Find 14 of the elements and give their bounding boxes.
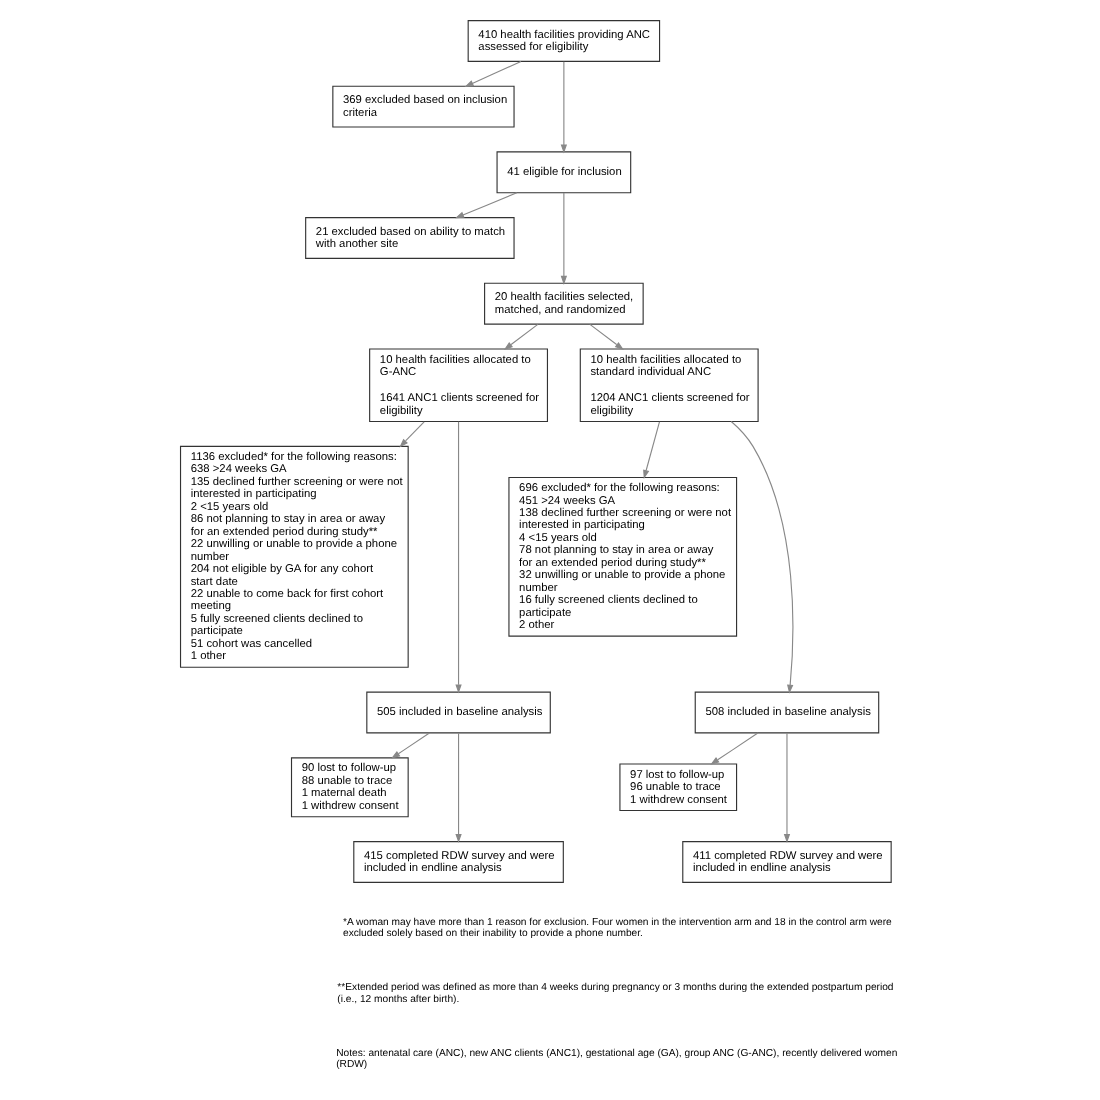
- arrow: [710, 732, 759, 765]
- arrow: [643, 421, 661, 479]
- arrow: [589, 323, 624, 350]
- arrow: [455, 421, 462, 694]
- arrow: [503, 323, 539, 350]
- arrow: [783, 732, 791, 843]
- arrow: [391, 732, 430, 759]
- arrow: [560, 61, 568, 154]
- arrow: [464, 60, 522, 87]
- arrow: [399, 421, 425, 448]
- arrow: [730, 420, 794, 694]
- arrow: [455, 192, 518, 219]
- arrow: [455, 732, 462, 843]
- arrow: [560, 192, 568, 285]
